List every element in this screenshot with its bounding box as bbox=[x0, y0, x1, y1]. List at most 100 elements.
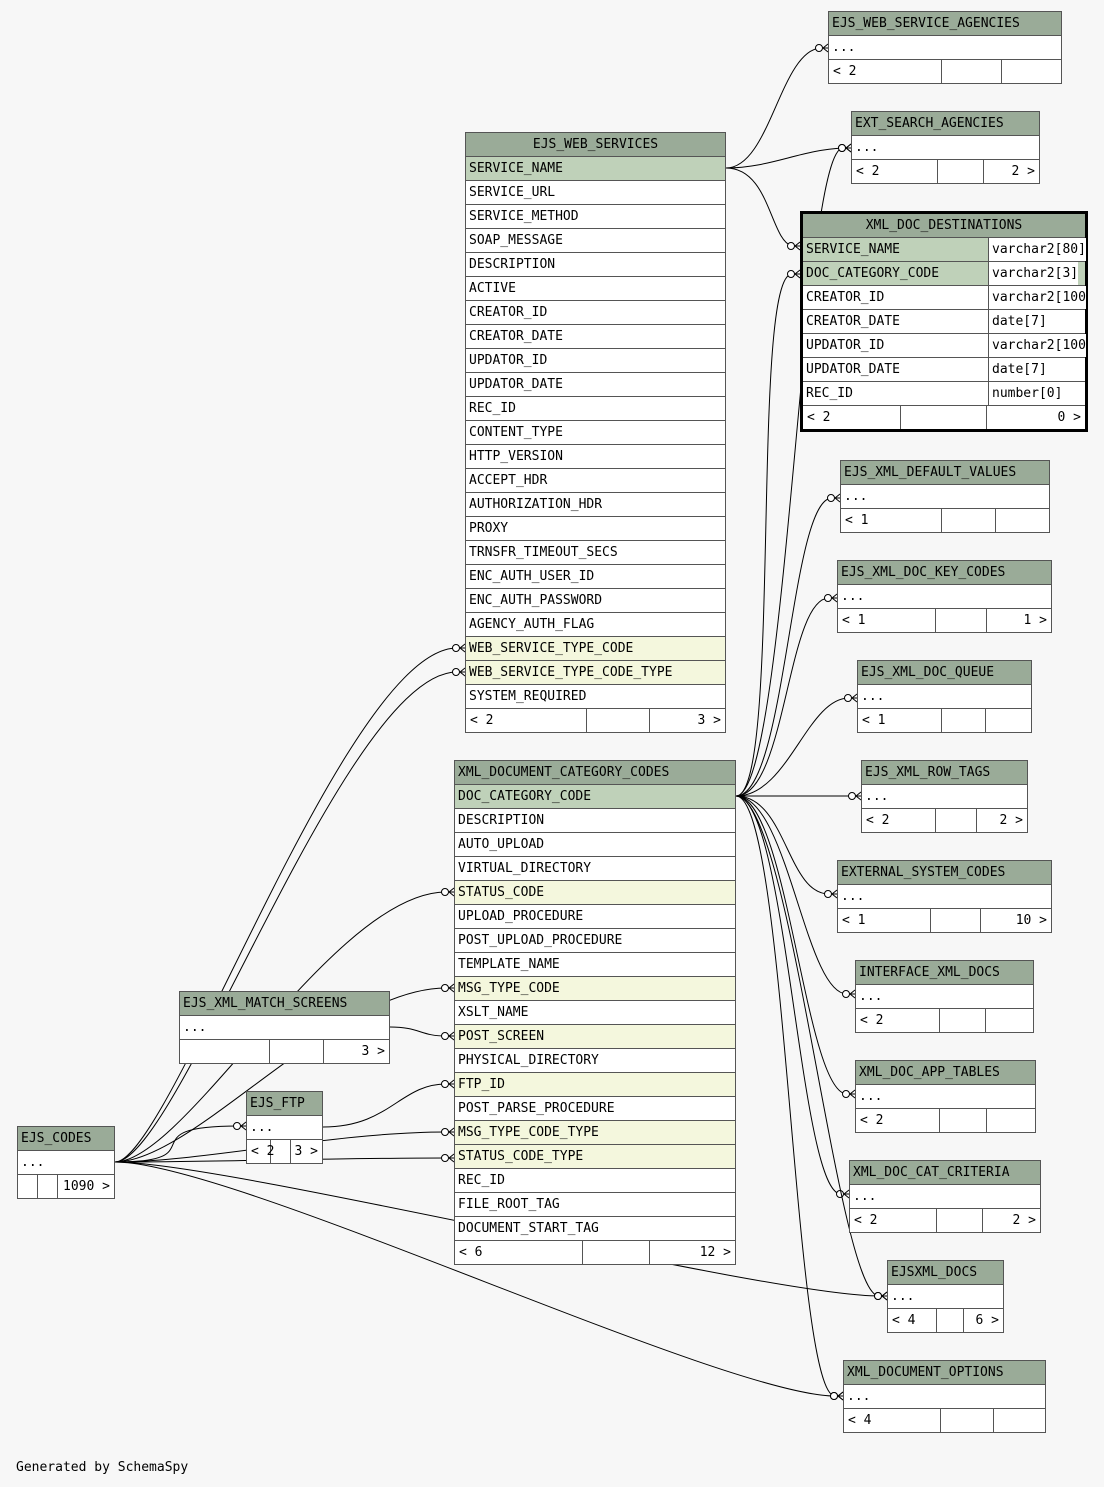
table-ejs-web-service-agencies[interactable]: EJS_WEB_SERVICE_AGENCIES...< 2 bbox=[828, 11, 1062, 84]
table-ejs-xml-doc-queue[interactable]: EJS_XML_DOC_QUEUE...< 1 bbox=[857, 660, 1032, 733]
column-row[interactable]: POST_PARSE_PROCEDURE bbox=[455, 1097, 735, 1121]
column-row[interactable]: FILE_ROOT_TAG bbox=[455, 1193, 735, 1217]
table-name[interactable]: EJS_CODES bbox=[18, 1127, 114, 1151]
table-name[interactable]: INTERFACE_XML_DOCS bbox=[856, 961, 1033, 985]
column-row[interactable]: POST_SCREEN bbox=[455, 1025, 735, 1049]
column-row[interactable]: VIRTUAL_DIRECTORY bbox=[455, 857, 735, 881]
table-name[interactable]: EJSXML_DOCS bbox=[888, 1261, 1003, 1285]
column-row[interactable]: MSG_TYPE_CODE bbox=[455, 977, 735, 1001]
column-row[interactable]: STATUS_CODE_TYPE bbox=[455, 1145, 735, 1169]
table-name[interactable]: EXT_SEARCH_AGENCIES bbox=[852, 112, 1039, 136]
column-row[interactable]: MSG_TYPE_CODE_TYPE bbox=[455, 1121, 735, 1145]
column-row[interactable]: DOC_CATEGORY_CODE bbox=[455, 785, 735, 809]
table-name[interactable]: XML_DOCUMENT_OPTIONS bbox=[844, 1361, 1045, 1385]
column-row[interactable]: PHYSICAL_DIRECTORY bbox=[455, 1049, 735, 1073]
child-count: 3 > bbox=[294, 1144, 318, 1159]
column-row[interactable]: ACTIVE bbox=[466, 277, 725, 301]
table-name[interactable]: EJS_WEB_SERVICE_AGENCIES bbox=[829, 12, 1061, 36]
column-row[interactable]: TRNSFR_TIMEOUT_SECS bbox=[466, 541, 725, 565]
table-name[interactable]: EJS_FTP bbox=[247, 1092, 322, 1116]
table-name[interactable]: XML_DOC_APP_TABLES bbox=[856, 1061, 1035, 1085]
column-row[interactable]: POST_UPLOAD_PROCEDURE bbox=[455, 929, 735, 953]
column-row[interactable]: ENC_AUTH_USER_ID bbox=[466, 565, 725, 589]
crows-foot-marker bbox=[824, 593, 838, 603]
table-name[interactable]: EJS_XML_DEFAULT_VALUES bbox=[841, 461, 1049, 485]
table-ejs-xml-default-values[interactable]: EJS_XML_DEFAULT_VALUES...< 1 bbox=[840, 460, 1050, 533]
column-row[interactable]: UPDATOR_ID bbox=[466, 349, 725, 373]
column-row[interactable]: HTTP_VERSION bbox=[466, 445, 725, 469]
column-row[interactable]: AUTO_UPLOAD bbox=[455, 833, 735, 857]
table-name[interactable]: EJS_XML_MATCH_SCREENS bbox=[180, 992, 389, 1016]
table-name[interactable]: EJS_XML_DOC_QUEUE bbox=[858, 661, 1031, 685]
column-type: date[7] bbox=[988, 358, 1047, 381]
crows-foot-marker bbox=[838, 143, 852, 153]
column-row[interactable]: SOAP_MESSAGE bbox=[466, 229, 725, 253]
column-row[interactable]: CREATOR_ID bbox=[466, 301, 725, 325]
table-name[interactable]: XML_DOCUMENT_CATEGORY_CODES bbox=[455, 761, 735, 785]
table-name[interactable]: XML_DOC_DESTINATIONS bbox=[803, 214, 1085, 238]
column-row[interactable]: REC_ID bbox=[466, 397, 725, 421]
column-row[interactable]: AGENCY_AUTH_FLAG bbox=[466, 613, 725, 637]
column-row[interactable]: CREATOR_DATE bbox=[466, 325, 725, 349]
relationship-line bbox=[735, 795, 830, 895]
column-row[interactable]: SERVICE_URL bbox=[466, 181, 725, 205]
table-ejs-codes[interactable]: EJS_CODES...1090 > bbox=[17, 1126, 115, 1199]
table-ejs-xml-match-screens[interactable]: EJS_XML_MATCH_SCREENS...3 > bbox=[179, 991, 390, 1064]
table-name[interactable]: EXTERNAL_SYSTEM_CODES bbox=[838, 861, 1051, 885]
column-row[interactable]: AUTHORIZATION_HDR bbox=[466, 493, 725, 517]
column-row[interactable]: UPDATOR_DATE bbox=[466, 373, 725, 397]
child-count bbox=[994, 1409, 1045, 1432]
column-name: REC_ID bbox=[469, 401, 516, 416]
column-row[interactable]: XSLT_NAME bbox=[455, 1001, 735, 1025]
column-row[interactable]: ENC_AUTH_PASSWORD bbox=[466, 589, 725, 613]
column-row[interactable]: SERVICE_NAME bbox=[466, 157, 725, 181]
column-row[interactable]: TEMPLATE_NAME bbox=[455, 953, 735, 977]
table-name[interactable]: EJS_WEB_SERVICES bbox=[466, 133, 725, 157]
column-row[interactable]: UPLOAD_PROCEDURE bbox=[455, 905, 735, 929]
table-name[interactable]: XML_DOC_CAT_CRITERIA bbox=[850, 1161, 1040, 1185]
column-row[interactable]: STATUS_CODE bbox=[455, 881, 735, 905]
table-name[interactable]: EJS_XML_DOC_KEY_CODES bbox=[838, 561, 1051, 585]
child-count: 10 > bbox=[1015, 913, 1047, 928]
parent-count: < 2 bbox=[856, 1109, 940, 1132]
column-row[interactable]: REC_ID bbox=[455, 1169, 735, 1193]
column-row[interactable]: SYSTEM_REQUIRED bbox=[466, 685, 725, 709]
column-row[interactable]: SERVICE_METHOD bbox=[466, 205, 725, 229]
column-row[interactable]: DESCRIPTION bbox=[455, 809, 735, 833]
column-row[interactable]: PROXY bbox=[466, 517, 725, 541]
column-name: AUTO_UPLOAD bbox=[458, 837, 545, 852]
table-xml-document-options[interactable]: XML_DOCUMENT_OPTIONS...< 4 bbox=[843, 1360, 1046, 1433]
column-count bbox=[587, 709, 650, 732]
column-count bbox=[938, 160, 984, 183]
column-row[interactable]: CONTENT_TYPE bbox=[466, 421, 725, 445]
table-xml-doc-app-tables[interactable]: XML_DOC_APP_TABLES...< 2 bbox=[855, 1060, 1036, 1133]
column-row[interactable]: DESCRIPTION bbox=[466, 253, 725, 277]
column-row[interactable]: DOCUMENT_START_TAG bbox=[455, 1217, 735, 1241]
column-name: POST_PARSE_PROCEDURE bbox=[458, 1101, 615, 1116]
column-row[interactable]: ACCEPT_HDR bbox=[466, 469, 725, 493]
table-name[interactable]: EJS_XML_ROW_TAGS bbox=[862, 761, 1027, 785]
column-row[interactable]: FTP_ID bbox=[455, 1073, 735, 1097]
column-row[interactable]: WEB_SERVICE_TYPE_CODE_TYPE bbox=[466, 661, 725, 685]
table-interface-xml-docs[interactable]: INTERFACE_XML_DOCS...< 2 bbox=[855, 960, 1034, 1033]
column-row[interactable]: WEB_SERVICE_TYPE_CODE bbox=[466, 637, 725, 661]
